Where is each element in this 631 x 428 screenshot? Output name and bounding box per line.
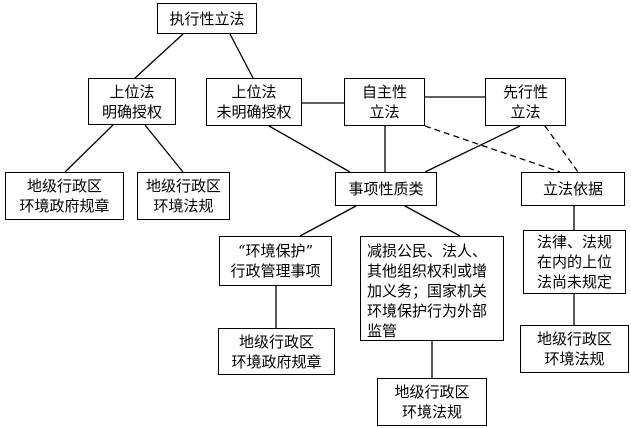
node-no-upper-law: 法律、法规 在内的上位 法尚未规定	[523, 230, 626, 294]
node-label: 地级行政区 环境法规	[394, 383, 470, 421]
node-rights-reduction: 减损公民、法人、 其他组织权利或增 加义务；国家机关 环境保护行为外部 监管	[360, 236, 504, 341]
node-label: 地级行政区 环境法规	[536, 330, 612, 368]
node-env-regulations-bottom: 地级行政区 环境法规	[377, 378, 487, 426]
node-label: “环境保护” 行政管理事项	[230, 242, 321, 280]
node-label: 法律、法规 在内的上位 法尚未规定	[536, 233, 612, 291]
node-env-regulations-right: 地级行政区 环境法规	[520, 325, 629, 373]
node-env-admin-matters: “环境保护” 行政管理事项	[219, 236, 332, 286]
node-label: 地级行政区 环境政府规章	[231, 332, 322, 371]
edge-clear-auth-gov-rules	[64, 124, 114, 173]
node-label: 减损公民、法人、 其他组织权利或增 加义务；国家机关 环境保护行为外部 监管	[367, 242, 488, 340]
node-upper-law-clear-authorization: 上位法 明确授权	[88, 78, 176, 125]
node-label: 执行性立法	[169, 9, 245, 28]
edge-preemptive-matter	[424, 125, 521, 173]
edge-matter-env-admin	[299, 205, 357, 237]
node-matter-nature: 事项性质类	[335, 172, 437, 206]
node-autonomous-legislation: 自主性 立法	[344, 78, 425, 126]
edge-clear-auth-env-reg	[144, 124, 184, 173]
node-preemptive-legislation: 先行性 立法	[485, 78, 566, 126]
edge-autonomous-legal-basis-dashed	[424, 125, 561, 173]
node-executive-legislation: 执行性立法	[157, 3, 257, 34]
node-upper-law-unclear-authorization: 上位法 未明确授权	[206, 78, 302, 126]
edge-unclear-matter	[268, 125, 351, 173]
node-label: 先行性 立法	[502, 83, 548, 121]
node-label: 地级行政区 环境政府规章	[19, 177, 110, 215]
node-label: 地级行政区 环境法规	[145, 177, 221, 215]
edge-matter-rights	[404, 205, 461, 237]
node-env-regulations-left: 地级行政区 环境法规	[137, 172, 230, 220]
node-label: 事项性质类	[348, 180, 424, 198]
edge-root-clear-auth	[134, 33, 184, 79]
edge-preemptive-legal-basis-dashed	[544, 125, 579, 173]
node-label: 上位法 未明确授权	[216, 83, 292, 121]
node-gov-rules-middle: 地级行政区 环境政府规章	[218, 328, 335, 375]
edge-root-unclear-auth	[229, 33, 254, 79]
node-legal-basis: 立法依据	[521, 172, 625, 206]
node-label: 自主性 立法	[361, 83, 407, 121]
node-gov-rules-left: 地级行政区 环境政府规章	[5, 172, 124, 220]
node-label: 立法依据	[542, 180, 603, 198]
node-label: 上位法 明确授权	[101, 82, 162, 121]
